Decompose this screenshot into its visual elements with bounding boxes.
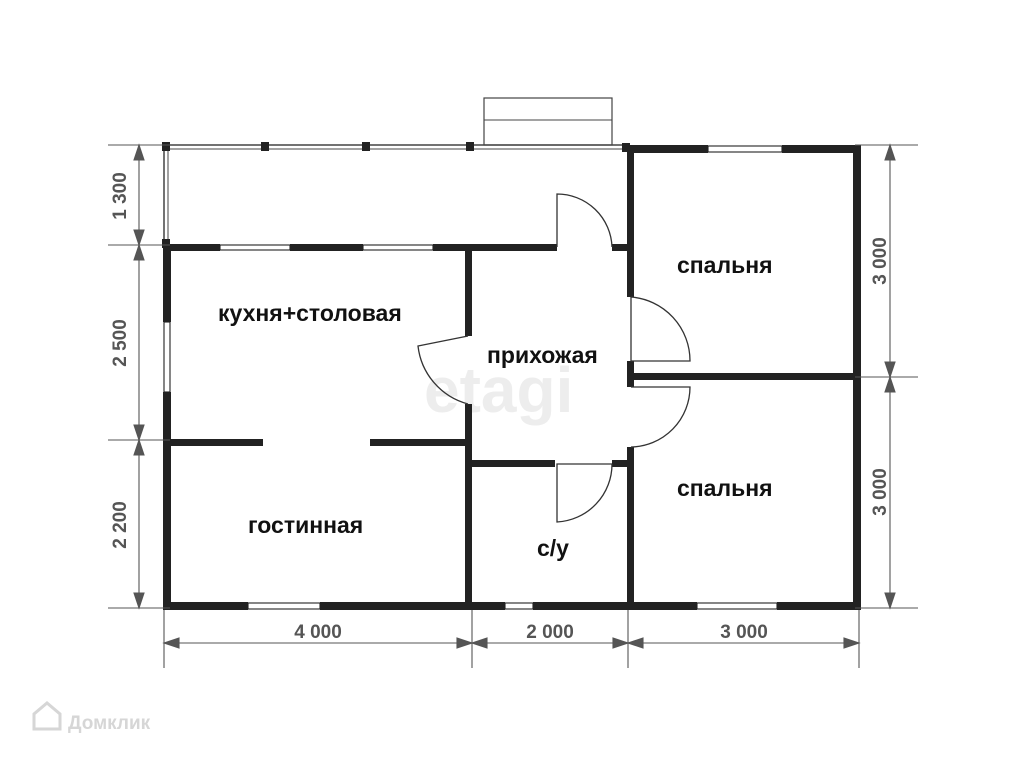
window xyxy=(247,602,321,610)
wall xyxy=(290,244,363,251)
wall xyxy=(782,145,861,153)
door-swing xyxy=(630,296,691,362)
house-icon xyxy=(32,701,62,731)
post xyxy=(466,142,474,151)
dim-left-kitchen: 2 500 xyxy=(110,319,131,367)
window xyxy=(504,602,534,610)
dim-bottom-left: 4 000 xyxy=(294,622,342,643)
wall xyxy=(433,244,557,251)
room-label-bedroom-bottom: спальня xyxy=(677,475,773,501)
window xyxy=(219,244,291,251)
wall xyxy=(627,145,708,153)
room-label-bathroom: с/у xyxy=(537,535,569,561)
dim-right-top: 3 000 xyxy=(870,237,891,285)
wall xyxy=(627,447,634,610)
dim-bottom-middle: 2 000 xyxy=(526,622,574,643)
door-swing xyxy=(417,335,469,405)
wall xyxy=(163,244,220,251)
dim-right-bottom: 3 000 xyxy=(870,468,891,516)
window xyxy=(696,602,778,610)
wall xyxy=(163,439,263,446)
room-label-kitchen: кухня+столовая xyxy=(218,300,402,326)
wall xyxy=(465,460,555,467)
terrace xyxy=(162,142,630,248)
wall xyxy=(612,244,634,251)
wall xyxy=(465,404,472,610)
window xyxy=(362,244,434,251)
wall xyxy=(612,460,634,467)
dimension-lines xyxy=(108,143,918,668)
dim-bottom-right: 3 000 xyxy=(720,622,768,643)
post xyxy=(162,239,170,248)
wall xyxy=(533,602,697,610)
wall xyxy=(320,602,505,610)
post xyxy=(362,142,370,151)
door-swing xyxy=(556,193,613,248)
door-swing xyxy=(630,386,691,448)
wall xyxy=(163,392,171,610)
wall xyxy=(163,602,248,610)
wall xyxy=(627,373,861,380)
post xyxy=(162,142,170,151)
window xyxy=(163,321,171,393)
post xyxy=(261,142,269,151)
windows xyxy=(163,145,783,610)
door-swing xyxy=(556,463,613,523)
post xyxy=(622,143,630,152)
room-label-hall: прихожая xyxy=(487,342,598,368)
domclick-logo: Домклик xyxy=(32,701,151,734)
wall xyxy=(777,602,861,610)
entrance-step xyxy=(483,97,613,146)
wall xyxy=(163,245,171,322)
window xyxy=(707,145,783,153)
doors xyxy=(417,193,691,523)
room-label-living: гостинная xyxy=(248,512,363,538)
wall xyxy=(627,145,634,297)
wall xyxy=(370,439,472,446)
center-watermark: etagi xyxy=(424,354,573,426)
dim-left-living: 2 200 xyxy=(110,501,131,549)
room-label-bedroom-top: спальня xyxy=(677,252,773,278)
dim-left-terrace: 1 300 xyxy=(110,172,131,220)
wall xyxy=(465,251,472,336)
corner-watermark: Домклик xyxy=(68,713,151,734)
